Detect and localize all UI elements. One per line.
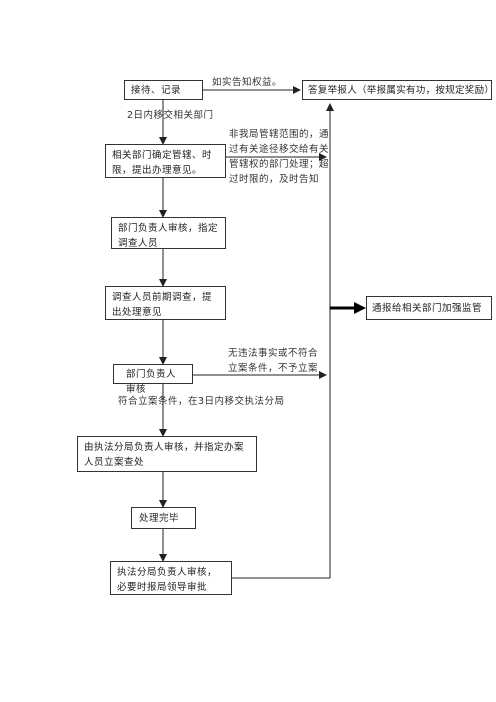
- note-not-jurisdiction: 非我局管辖范围的，通 过有关途径移交给有关 管辖权的部门处理；超 过时限的，及时…: [229, 129, 330, 185]
- preliminary-box: 调查人员前期调查，提出处理意见: [105, 286, 226, 320]
- note-no-violation: 无违法事实或不符合 立案条件，不予立案: [228, 348, 319, 374]
- notify-box: 通报给相关部门加强监管: [366, 296, 492, 320]
- reply-box: 答复举报人（举报属实有功，按规定奖励）: [302, 80, 494, 100]
- dept-head-review-box: 部门负责人审核: [113, 364, 193, 395]
- reception-box: 接待、记录: [124, 80, 203, 100]
- branch-handle-box: 由执法分局负责人审核，并指定办案人员立案查处: [77, 436, 257, 472]
- note-inform-rights: 如实告知权益。: [212, 77, 283, 88]
- branch-head-review-box: 执法分局负责人审核，必要时报局领导审批: [110, 561, 232, 595]
- note-transfer-2days: 2日内移交相关部门: [127, 110, 214, 121]
- note-meets-criteria: 符合立案条件，在3日内移交执法分局: [118, 396, 285, 407]
- done-box: 处理完毕: [131, 507, 196, 529]
- dept-head-assign-box: 部门负责人审核，指定调查人员: [111, 217, 226, 249]
- thick-arrowhead: [354, 302, 366, 314]
- dept-confirm-box: 相关部门确定管辖、时限，提出办理意见。: [105, 144, 226, 178]
